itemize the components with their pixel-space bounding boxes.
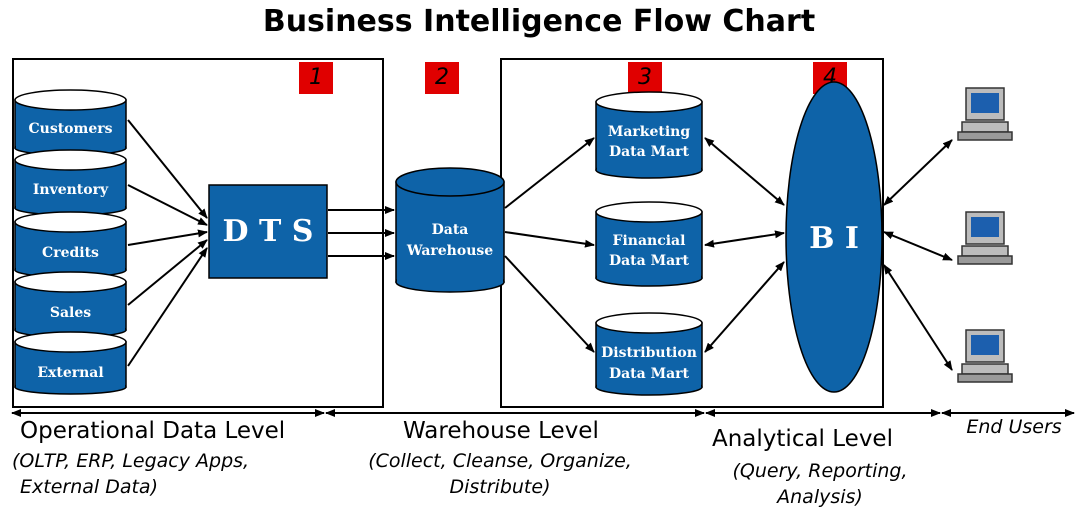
mart-label-marketing-1: Marketing [607,124,691,140]
warehouse-label-line1: Data [431,222,469,238]
bi-ellipse [785,81,883,393]
badge-3: 3 [628,62,662,94]
mart-label-distribution-1: Distribution [601,345,697,361]
source-label-inventory: Inventory [32,182,109,198]
mart-label-financial-1: Financial [612,233,686,249]
computer-icon [957,211,1013,265]
source-cylinder-sales [14,271,127,338]
warehouse-level-title: Warehouse Level [403,418,599,444]
analytical-level-title: Analytical Level [712,426,893,452]
source-label-customers: Customers [28,121,113,137]
warehouse-level-sub1: (Collect, Cleanse, Organize, [368,450,632,472]
source-label-credits: Credits [42,245,99,261]
dts-to-warehouse-arrows [328,206,395,260]
badge-2: 2 [425,62,459,94]
warehouse-to-mart-arrows [504,137,595,353]
warehouse-cylinder [395,167,505,293]
mart-bi-arrows [704,137,785,353]
end-users-title: End Users [966,416,1062,438]
operational-level-title: Operational Data Level [20,418,286,444]
bi-user-arrows [883,139,953,371]
mart-cylinder-marketing [595,91,703,179]
dts-label: D T S [222,214,314,249]
mart-cylinder-financial [595,201,703,287]
operational-level-sub1: (OLTP, ERP, Legacy Apps, [12,450,250,472]
source-cylinder-external [14,331,127,395]
operational-level-sub2: External Data) [20,476,158,498]
source-label-external: External [37,365,104,381]
bi-label: B I [809,221,859,256]
mart-label-marketing-2: Data Mart [608,144,690,160]
source-cylinder-inventory [14,149,127,216]
analytical-level-sub2: Analysis) [777,486,863,508]
chart-title: Business Intelligence Flow Chart [262,4,816,39]
warehouse-label-line2: Warehouse [406,243,494,259]
analytical-level-sub1: (Query, Reporting, [732,460,908,482]
source-to-dts-arrows [127,119,208,367]
mart-label-distribution-2: Data Mart [608,366,690,382]
mart-label-financial-2: Data Mart [608,253,690,269]
computer-icon [957,329,1013,383]
computer-icon [957,87,1013,141]
badge-1: 1 [299,62,333,94]
warehouse-level-sub2: Distribute) [449,476,551,498]
source-cylinder-customers [14,89,127,156]
source-cylinder-credits [14,211,127,278]
dts-box [208,184,328,279]
mart-cylinder-distribution [595,312,703,396]
source-label-sales: Sales [49,305,92,321]
